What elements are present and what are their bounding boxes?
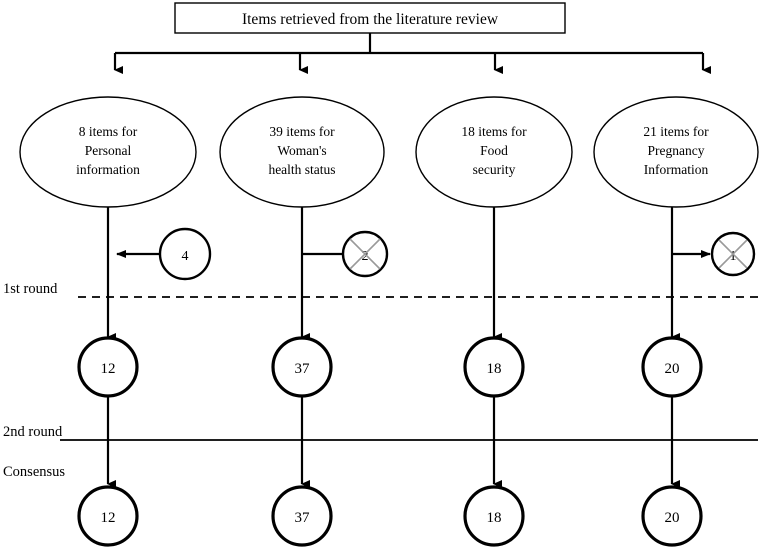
round1-result-personal-information: 12 [77, 336, 139, 398]
round1-value: 12 [101, 361, 116, 377]
adjustment-value: 1 [730, 249, 737, 264]
adjustment-value: 2 [362, 249, 369, 264]
title-box: Items retrieved from the literature revi… [174, 2, 566, 34]
domain-label-line-2: Woman's [277, 143, 326, 158]
round1-result-pregnancy-information: 20 [641, 336, 703, 398]
title-box-label: Items retrieved from the literature revi… [242, 11, 499, 28]
consensus-result-pregnancy-information: 20 [641, 485, 703, 547]
stage-label-consensus: Consensus [3, 464, 65, 480]
domain-personal-information: 8 items for Personal information 4 12 1 [19, 96, 212, 547]
round1-value: 20 [665, 361, 680, 377]
round1-result-womans-health-status: 37 [271, 336, 333, 398]
domain-label-line-3: information [76, 162, 140, 177]
domain-label-line-3: health status [268, 162, 335, 177]
domain-ellipse [593, 96, 759, 208]
consensus-circle [271, 485, 333, 547]
round1-value: 18 [487, 361, 502, 377]
adjustment-value: 4 [182, 249, 189, 264]
consensus-value: 12 [101, 510, 116, 526]
consensus-circle [463, 485, 525, 547]
consensus-value: 20 [665, 510, 680, 526]
domain-pregnancy-information: 21 items for Pregnancy Information 1 20 … [593, 96, 759, 547]
stage-divider-round2: 2nd round [3, 424, 758, 441]
consensus-label: Consensus [3, 464, 65, 480]
domain-label-line-1: 21 items for [643, 124, 709, 139]
round1-result-food-security: 18 [463, 336, 525, 398]
distribution-bracket [113, 33, 711, 74]
domain-label-line-1: 8 items for [79, 124, 138, 139]
round1-value: 37 [295, 361, 311, 377]
title-box-rect [174, 2, 566, 34]
strikethrough-cross-icon [718, 239, 748, 269]
domain-label-line-2: Food [480, 143, 508, 158]
domain-label-line-2: Personal [85, 143, 132, 158]
domain-label-line-3: security [473, 162, 516, 177]
domain-label-line-1: 18 items for [461, 124, 527, 139]
domain-label-line-3: Information [644, 162, 709, 177]
consensus-circle [641, 485, 703, 547]
adjustment-removed-2: 2 [302, 230, 389, 278]
domain-womans-health-status: 39 items for Woman's health status 2 37 … [219, 96, 389, 547]
stage-divider-round1: 1st round [3, 281, 758, 298]
domain-food-security: 18 items for Food security 18 18 [415, 96, 573, 547]
adjustment-removed-1: 1 [672, 231, 756, 277]
consensus-value: 37 [295, 510, 311, 526]
adjustment-added-4: 4 [116, 227, 212, 281]
consensus-result-womans-health-status: 37 [271, 485, 333, 547]
round2-label: 2nd round [3, 424, 63, 440]
consensus-result-food-security: 18 [463, 485, 525, 547]
round1-label: 1st round [3, 281, 58, 297]
strikethrough-cross-icon [349, 238, 381, 270]
consensus-circle [77, 485, 139, 547]
consensus-result-personal-information: 12 [77, 485, 139, 547]
domain-label-line-2: Pregnancy [648, 143, 705, 158]
consensus-value: 18 [487, 510, 502, 526]
domain-label-line-1: 39 items for [269, 124, 335, 139]
